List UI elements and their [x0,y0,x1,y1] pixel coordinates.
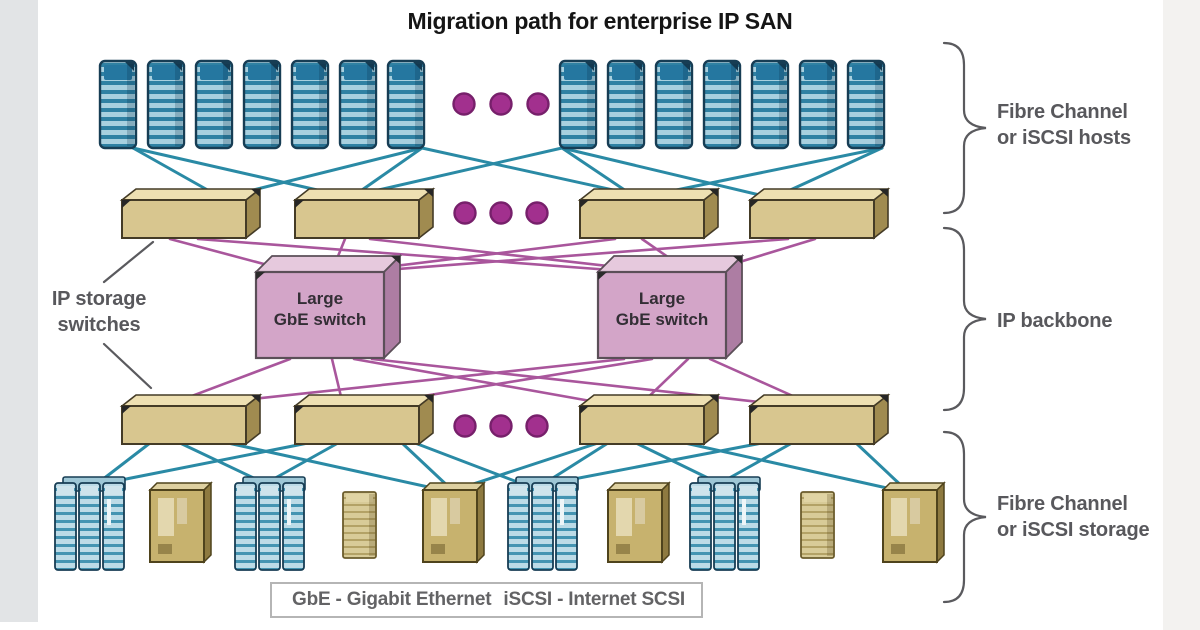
label-ip-storage-switches: IP storage switches [28,286,170,338]
label-fc-iscsi-storage: Fibre Channel or iSCSI storage [997,491,1150,543]
label-ip-storage-switches-line1: IP storage [51,288,147,310]
pointer-line [102,342,153,390]
ellipsis-dot [525,414,549,438]
ellipsis-dot [525,201,549,225]
teal-link-line [683,441,898,492]
purple-link-line [370,237,790,273]
host-server-icon [750,59,790,150]
gbe-label-line2: GbE switch [615,310,709,329]
purple-link-line [196,237,626,273]
ellipsis-dot [453,414,477,438]
label-fc-iscsi-hosts: Fibre Channel or iSCSI hosts [997,99,1131,151]
ip-storage-switch-icon [119,393,263,446]
pointer-line [102,240,155,284]
ellipsis-dot [526,92,550,116]
gbe-label-line1: Large [296,289,344,308]
teal-link-line [226,441,444,492]
fc-storage-array-icon [234,476,306,571]
host-server-icon [386,59,426,150]
purple-link-line [352,357,615,407]
gbe-label-line1: Large [638,289,686,308]
ip-storage-switch-icon [292,393,436,446]
label-ip-backbone: IP backbone [997,310,1113,332]
teal-link-line [413,441,522,485]
ellipsis-dot [489,414,513,438]
diagram-title: Migration path for enterprise IP SAN [407,8,793,34]
host-server-icon [338,59,378,150]
ellipsis-dot [489,201,513,225]
label-fc-iscsi-hosts-line1: Fibre Channel [997,101,1128,123]
teal-link-line [104,441,310,485]
label-large-gbe-switch-left: Large GbE switch [256,288,384,330]
storage-cabinet-icon [606,481,671,564]
storage-tower-icon [342,491,377,559]
teal-link-line [551,441,764,485]
left-margin-strip [0,0,38,622]
host-server-icon [558,59,598,150]
right-margin-strip [1163,0,1200,630]
teal-link-line [400,441,454,492]
ellipsis-dot [489,92,513,116]
fc-storage-array-icon [54,476,126,571]
large-gbe-switch-icon [253,253,403,361]
ip-storage-switch-icon [747,393,891,446]
teal-link-line [854,441,908,492]
ellipsis-dot [452,92,476,116]
legend-item-gbe: GbE - Gigabit Ethernet [292,589,492,610]
label-fc-iscsi-storage-line1: Fibre Channel [997,493,1128,515]
host-server-icon [654,59,694,150]
host-server-icon [194,59,234,150]
host-server-icon [146,59,186,150]
ip-storage-switch-icon [292,187,436,240]
teal-link-line [178,441,262,483]
label-ip-storage-switches-line2: switches [57,314,141,336]
host-server-icon [702,59,742,150]
host-server-icon [242,59,282,150]
storage-cabinet-icon [421,481,486,564]
storage-cabinet-icon [881,481,946,564]
purple-link-line [194,357,626,407]
fc-storage-array-icon [689,476,761,571]
brace [942,41,987,215]
brace [942,226,987,412]
host-server-icon [606,59,646,150]
ip-storage-switch-icon [577,187,721,240]
fc-storage-array-icon [507,476,579,571]
brace [942,430,987,604]
teal-link-line [560,146,770,199]
ellipsis-dot [453,201,477,225]
label-fc-iscsi-hosts-line2: or iSCSI hosts [997,127,1131,149]
storage-cabinet-icon [148,481,213,564]
ip-storage-switch-icon [577,393,721,446]
host-server-icon [290,59,330,150]
large-gbe-switch-icon [595,253,745,361]
ip-storage-switch-icon [119,187,263,240]
teal-link-line [268,441,340,483]
legend-box: GbE - Gigabit Ethernet iSCSI - Internet … [270,582,703,618]
teal-link-line [722,441,794,483]
gbe-label-line2: GbE switch [273,310,367,329]
host-server-icon [798,59,838,150]
label-large-gbe-switch-right: Large GbE switch [598,288,726,330]
teal-link-line [634,441,716,483]
legend-item-iscsi: iSCSI - Internet SCSI [503,589,685,610]
label-fc-iscsi-storage-line2: or iSCSI storage [997,519,1150,541]
host-server-icon [846,59,886,150]
storage-tower-icon [800,491,835,559]
teal-link-line [453,441,600,492]
ip-storage-switch-icon [747,187,891,240]
host-server-icon [98,59,138,150]
